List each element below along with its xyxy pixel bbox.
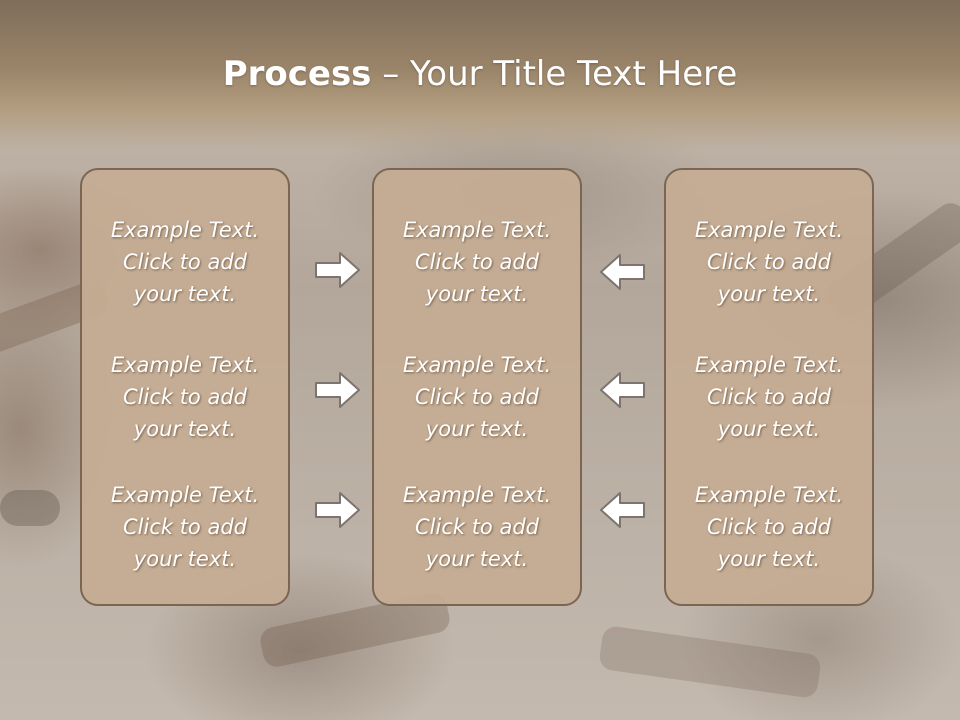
text-block[interactable]: Example Text. Click to add your text. (374, 479, 580, 575)
right-arrow-icon (315, 252, 360, 288)
text-line: Example Text. (110, 483, 260, 507)
text-line: your text. (717, 417, 821, 441)
text-line: Example Text. (110, 218, 260, 242)
text-line: Example Text. (402, 353, 552, 377)
text-line: Example Text. (694, 483, 844, 507)
text-line: Click to add (414, 385, 539, 409)
text-line: Example Text. (694, 353, 844, 377)
text-line: your text. (717, 282, 821, 306)
text-block[interactable]: Example Text. Click to add your text. (82, 479, 288, 575)
background-key-shape (0, 490, 60, 526)
title-bold-part: Process (222, 54, 372, 94)
text-line: Click to add (706, 250, 831, 274)
right-arrow-icon (315, 492, 360, 528)
text-block[interactable]: Example Text. Click to add your text. (666, 214, 872, 310)
text-line: your text. (133, 417, 237, 441)
left-arrow-icon (600, 492, 645, 528)
text-line: Example Text. (694, 218, 844, 242)
text-line: Example Text. (402, 483, 552, 507)
text-block[interactable]: Example Text. Click to add your text. (82, 349, 288, 445)
text-line: Click to add (414, 250, 539, 274)
text-line: your text. (425, 547, 529, 571)
text-line: Click to add (122, 385, 247, 409)
text-block[interactable]: Example Text. Click to add your text. (82, 214, 288, 310)
left-arrow-icon (600, 254, 645, 290)
text-line: your text. (425, 417, 529, 441)
text-line: Click to add (122, 515, 247, 539)
text-block[interactable]: Example Text. Click to add your text. (666, 349, 872, 445)
left-arrow-icon (600, 372, 645, 408)
background-key-shape (598, 624, 822, 700)
text-line: your text. (133, 282, 237, 306)
text-line: Example Text. (402, 218, 552, 242)
right-panel[interactable]: Example Text. Click to add your text. Ex… (664, 168, 874, 606)
text-line: your text. (425, 282, 529, 306)
title-bar (0, 0, 960, 150)
text-line: Click to add (706, 385, 831, 409)
text-block[interactable]: Example Text. Click to add your text. (374, 214, 580, 310)
right-arrow-icon (315, 372, 360, 408)
text-line: your text. (717, 547, 821, 571)
text-line: Click to add (122, 250, 247, 274)
title-rest-part: – Your Title Text Here (371, 54, 738, 94)
center-panel[interactable]: Example Text. Click to add your text. Ex… (372, 168, 582, 606)
text-line: Click to add (414, 515, 539, 539)
text-line: Example Text. (110, 353, 260, 377)
text-block[interactable]: Example Text. Click to add your text. (374, 349, 580, 445)
text-line: your text. (133, 547, 237, 571)
slide-title[interactable]: Process – Your Title Text Here (0, 52, 960, 96)
text-line: Click to add (706, 515, 831, 539)
left-panel[interactable]: Example Text. Click to add your text. Ex… (80, 168, 290, 606)
text-block[interactable]: Example Text. Click to add your text. (666, 479, 872, 575)
